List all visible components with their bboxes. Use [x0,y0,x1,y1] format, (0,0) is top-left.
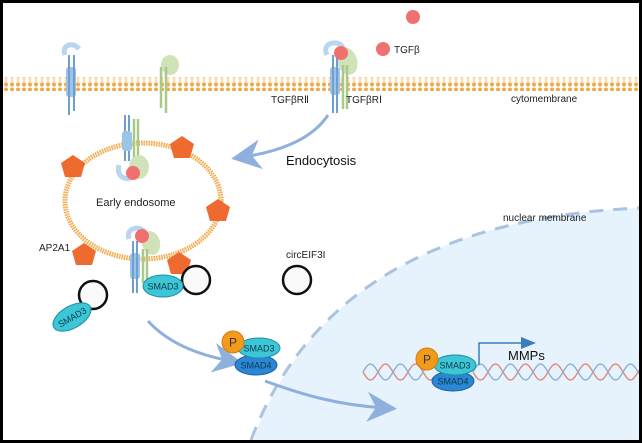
psmad-complex-nucleus: SMAD4 SMAD3 P [415,347,477,392]
tgfbr2-receptor [61,42,81,115]
endosome-receptor-bottom [125,225,161,293]
ap2a1-label: AP2A1 [39,243,71,254]
nuclear-membrane-label: nuclear membrane [503,213,587,224]
circrna-loop [180,264,212,296]
dna-strand [362,363,434,381]
translocation-arrow-1 [146,319,243,373]
ap2a1-pentagon [72,243,96,265]
tgfbr1-label: TGFβRⅠ [346,95,382,106]
dna-strand [472,363,640,381]
nucleus-fill [253,208,639,440]
svg-text:SMAD3: SMAD3 [147,282,178,292]
tgfbr1-receptor [159,55,179,113]
dna-strand [472,363,640,381]
mmps-label: MMPs [508,348,545,363]
cytomembrane [3,77,639,91]
circeif3i-loop [281,264,313,296]
ap2a1-proteins [61,136,230,274]
endosome-receptor-top [115,115,149,182]
ap2a1-pentagon [206,199,230,221]
dna-helix [362,363,640,381]
circeif3i-label: circEIF3I [286,250,325,261]
pathway-diagram: nuclear membrane cytomembrane TGFβ TGFβR… [3,10,640,441]
translocation-arrow-2 [264,379,397,422]
ap2a1-pentagon [167,252,191,274]
smad3-endosome: SMAD3 [142,274,184,298]
transcription-arrow [478,337,536,365]
tgfb-label: TGFβ [394,45,420,56]
diagram-stage: nuclear membrane cytomembrane TGFβ TGFβR… [3,3,640,441]
endocytosis-arrow [231,114,330,170]
circrna-loop [77,279,109,311]
early-endosome-label: Early endosome [96,197,176,209]
tgfbr2-label: TGFβRⅡ [271,95,309,106]
psmad-complex-cytosol: SMAD4 SMAD3 P [221,330,281,376]
smad4-label: SMAD4 [437,377,468,387]
smad3-label: SMAD3 [243,344,274,354]
receptor-complex-membrane [323,40,358,113]
smad3-free: SMAD3 [52,302,92,332]
ap2a1-pentagon [170,136,194,158]
tgfb-ligand [406,10,420,24]
smad4-label: SMAD4 [240,361,271,371]
phosphate-icon [415,347,439,371]
phosphate-icon [221,330,245,354]
endocytosis-label: Endocytosis [286,153,357,168]
svg-text:P: P [229,336,237,350]
nucleus [249,206,640,441]
smad3-label: SMAD3 [439,361,470,371]
svg-text:P: P [423,353,431,367]
tgfb-ligand [376,42,390,56]
cytomembrane-label: cytomembrane [511,94,578,105]
ap2a1-pentagon [61,155,85,177]
dna-strand [362,363,434,381]
